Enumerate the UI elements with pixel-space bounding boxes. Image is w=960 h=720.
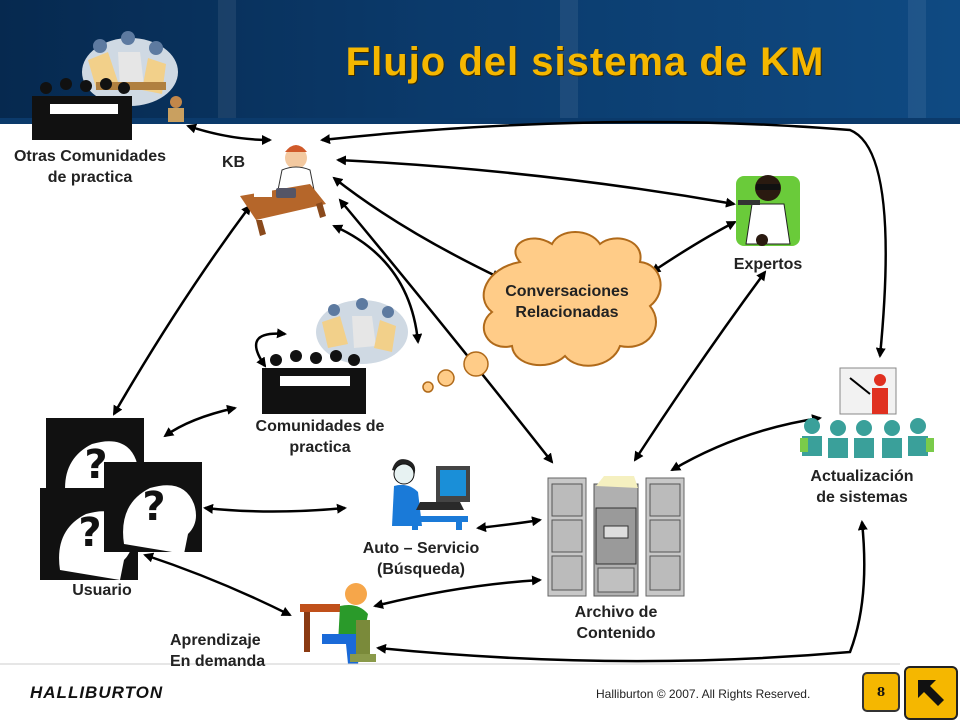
arrow-otras-kb (186, 123, 272, 145)
arrow-kb-usuario (112, 204, 252, 416)
phone-desk-person-icon (240, 145, 326, 236)
slide-title: Flujo del sistema de KM (345, 40, 825, 84)
arrow-actualizacion-archivo (670, 414, 822, 472)
arrow-comunidades-loop (254, 328, 287, 368)
label-usuario: Usuario (72, 582, 132, 599)
arrow-usuario-aprendizaje (143, 552, 292, 617)
conversation-cloud (482, 231, 662, 367)
people-meeting-icon (32, 31, 184, 140)
arrow-autoservicio-archivo (476, 516, 542, 533)
question-mark: ? (84, 442, 107, 488)
company-logo: HALLIBURTON (30, 683, 164, 702)
computer-user-icon (392, 459, 470, 530)
filing-cabinet-icon (547, 476, 685, 597)
arrow-aprendizaje-actualizacion (376, 520, 868, 663)
label-comunidades: Comunidades de practica (255, 418, 385, 456)
label-conversaciones: Conversaciones Relacionadas (505, 283, 629, 321)
question-mark: ? (78, 510, 101, 556)
question-head-icon: ? (104, 462, 202, 554)
label-auto-servicio: Auto – Servicio (Búsqueda) (362, 540, 480, 578)
teacher-presentation-icon (800, 367, 934, 458)
arrow-usuario-autoservicio (203, 503, 347, 514)
arrow-kb-comunidades (332, 224, 423, 344)
label-aprendizaje: Aprendizaje En demanda (170, 632, 266, 670)
label-expertos: Expertos (733, 256, 803, 273)
copyright-text: Halliburton © 2007. All Rights Reserved. (596, 687, 811, 701)
decoration (0, 0, 236, 196)
label-actualizacion: Actualización de sistemas (810, 468, 914, 506)
arrow-expertos-archivo (633, 270, 767, 462)
nav-arrow-button[interactable] (904, 666, 958, 720)
arrow-kb-conversaciones (332, 176, 502, 280)
question-head-icon: ? (40, 488, 138, 580)
scientist-icon (736, 175, 800, 246)
people-meeting-icon (262, 298, 408, 414)
question-mark: ? (142, 484, 165, 530)
arrow-aprendizaje-archivo (373, 575, 542, 609)
arrow-kb-actualizacion (320, 120, 887, 358)
label-otras-comunidades: Otras Comunidades de practica (13, 148, 167, 186)
label-archivo: Archivo de Contenido (574, 604, 658, 642)
label-kb: KB (222, 154, 246, 171)
arrow-comunidades-usuario (163, 404, 237, 438)
student-desk-icon (300, 583, 376, 664)
thought-bubbles (422, 351, 489, 393)
header-underline (0, 118, 960, 124)
page-number: 8 (862, 672, 900, 712)
arrow-conversaciones-expertos (650, 220, 737, 274)
arrow-up-left-icon (918, 680, 944, 706)
arrow-kb-expertos (336, 155, 736, 208)
